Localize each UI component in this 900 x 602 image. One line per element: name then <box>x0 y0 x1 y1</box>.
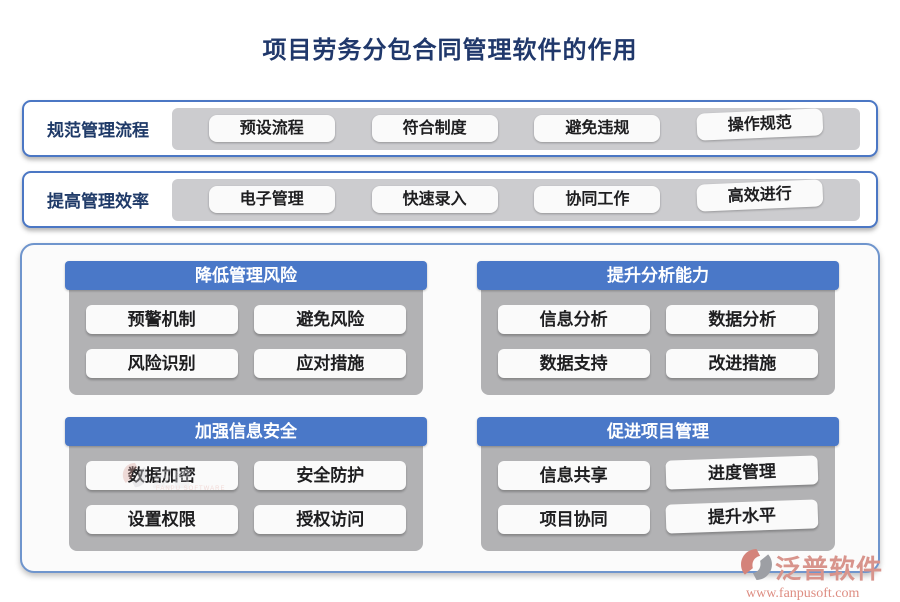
feature-chip: 高效进行 <box>696 179 824 212</box>
brand-logo-row: 泛普软件 <box>740 548 892 586</box>
benefit-chip: 信息分析 <box>497 305 650 334</box>
feature-chip: 符合制度 <box>371 115 498 142</box>
feature-row-efficiency: 提高管理效率 电子管理 快速录入 协同工作 高效进行 <box>22 171 878 228</box>
benefit-chip: 改进措施 <box>666 349 819 378</box>
benefit-chip: 安全防护 <box>254 461 407 490</box>
benefit-chip: 预警机制 <box>85 305 238 334</box>
benefit-chip: 进度管理 <box>665 455 819 490</box>
card-header: 降低管理风险 <box>65 261 427 290</box>
benefit-card-security: 加强信息安全 数据加密 安全防护 设置权限 授权访问 <box>65 417 427 551</box>
benefit-card-analysis: 提升分析能力 信息分析 数据分析 数据支持 改进措施 <box>477 261 839 395</box>
page-title: 项目劳务分包合同管理软件的作用 <box>262 37 638 64</box>
benefit-card-risk: 降低管理风险 预警机制 避免风险 风险识别 应对措施 <box>65 261 427 395</box>
row-label: 规范管理流程 <box>47 121 149 140</box>
benefit-chip: 避免风险 <box>254 305 407 334</box>
benefit-card-project: 促进项目管理 信息共享 进度管理 项目协同 提升水平 <box>477 417 839 551</box>
row-strip: 预设流程 符合制度 避免违规 操作规范 <box>172 107 860 150</box>
benefit-chip: 数据加密 <box>85 461 238 490</box>
brand-url: www.fanpusoft.com <box>746 586 860 601</box>
feature-chip: 协同工作 <box>534 186 661 213</box>
benefit-chip: 设置权限 <box>85 505 238 534</box>
benefits-panel: 降低管理风险 预警机制 避免风险 风险识别 应对措施 提升分析能力 信息分析 数… <box>20 243 880 573</box>
card-header: 促进项目管理 <box>477 417 839 446</box>
brand-logo: 泛普软件 www.fanpusoft.com <box>740 548 892 602</box>
feature-chip: 操作规范 <box>696 108 824 141</box>
feature-chip: 电子管理 <box>208 186 335 213</box>
benefit-chip: 信息共享 <box>497 461 650 490</box>
card-body: 数据加密 安全防护 设置权限 授权访问 <box>69 444 423 551</box>
benefit-chip: 授权访问 <box>254 505 407 534</box>
feature-chip: 快速录入 <box>371 186 498 213</box>
benefit-chip: 数据分析 <box>666 305 819 334</box>
feature-chip: 避免违规 <box>534 115 661 142</box>
feature-row-process: 规范管理流程 预设流程 符合制度 避免违规 操作规范 <box>22 100 878 157</box>
benefit-chip: 数据支持 <box>497 349 650 378</box>
row-strip: 电子管理 快速录入 协同工作 高效进行 <box>172 178 860 221</box>
card-body: 信息共享 进度管理 项目协同 提升水平 <box>481 444 835 551</box>
benefit-chip: 风险识别 <box>85 349 238 378</box>
brand-name: 泛普软件 <box>775 553 884 584</box>
card-header: 提升分析能力 <box>477 261 839 290</box>
benefit-chip: 项目协同 <box>497 505 650 534</box>
feature-chip: 预设流程 <box>208 115 335 142</box>
row-label: 提高管理效率 <box>47 192 149 211</box>
fanpu-swirl-icon <box>740 548 773 586</box>
card-body: 信息分析 数据分析 数据支持 改进措施 <box>481 288 835 395</box>
card-body: 预警机制 避免风险 风险识别 应对措施 <box>69 288 423 395</box>
benefit-chip: 提升水平 <box>665 499 819 534</box>
card-header: 加强信息安全 <box>65 417 427 446</box>
benefit-chip: 应对措施 <box>254 349 407 378</box>
